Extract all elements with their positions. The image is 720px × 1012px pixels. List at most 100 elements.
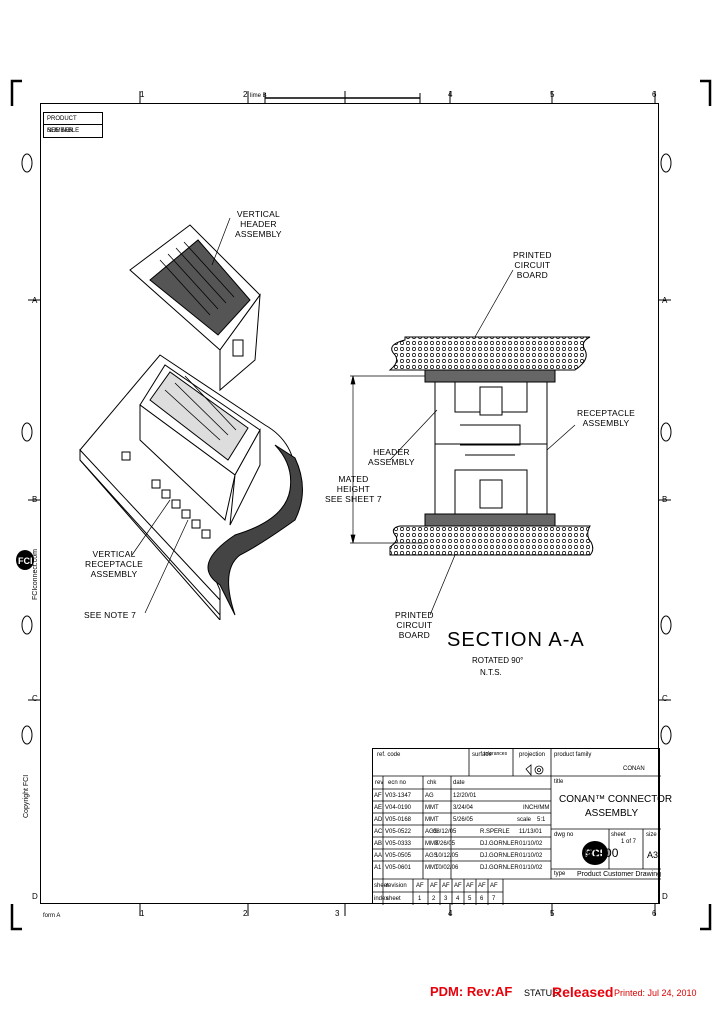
tb-sheet-rev-7: AF	[490, 883, 498, 889]
status-label: STATUS:	[524, 988, 561, 998]
tb-date-3: 08/12/05	[433, 829, 457, 835]
tb-name-date-2: 01/10/02	[519, 853, 543, 859]
tb-index-row-label: index	[374, 896, 389, 902]
callout-vertical-header: VERTICAL HEADER ASSEMBLY	[235, 209, 282, 239]
title-block: FCI ref. code surface tolerances project…	[372, 748, 672, 905]
isometric-connector-drawing	[79, 217, 303, 620]
tb-ecn-0: V03-1347	[385, 793, 412, 799]
tb-rev-0: AF	[374, 793, 382, 799]
tb-product-family-label: product family	[554, 752, 592, 758]
tb-type-label: type	[554, 871, 566, 877]
tb-type-value: Product Customer Drawing	[577, 871, 662, 878]
tb-name-date-1: 01/10/02	[519, 841, 543, 847]
tb-size-label: size	[646, 832, 657, 838]
tb-chk-5: AGS	[425, 853, 438, 859]
row-label-c-right: C	[662, 694, 668, 703]
section-rotated: ROTATED 90°	[472, 656, 524, 665]
tb-chk-4: MMT	[425, 841, 439, 847]
tb-date-2: 5/26/05	[453, 817, 474, 823]
tb-date-4: 8/26/05	[435, 841, 456, 847]
col-label-5: 5	[550, 90, 555, 99]
tb-projection: projection	[519, 752, 546, 758]
tb-chk-0: AG	[425, 793, 434, 799]
tb-size-value: A3	[647, 850, 659, 860]
row-label-d-right: D	[662, 892, 668, 901]
tb-ecn-5: V05-0505	[385, 853, 412, 859]
tb-sheet-num-5: 5	[468, 896, 472, 902]
col-label-b4: 4	[448, 909, 453, 918]
tb-sheet-rev-6: AF	[478, 883, 486, 889]
tb-date-6: 10/02/06	[435, 865, 459, 871]
title-block-grid: FCI	[373, 749, 661, 905]
tb-dwg-no: 91900	[585, 846, 619, 860]
tb-ecn-h: ecn no	[388, 780, 407, 786]
tb-chk-h: chk	[427, 780, 437, 786]
tb-rev-2: AD	[374, 817, 383, 823]
col-label-b2: 2	[243, 909, 248, 918]
tb-name-0: R.SPERLE	[480, 829, 510, 835]
tb-sheet-value: 1 of 7	[621, 839, 637, 845]
row-label-b: B	[32, 495, 38, 504]
section-nts: N.T.S.	[480, 668, 502, 677]
pdm-revision: PDM: Rev:AF	[430, 984, 513, 999]
tb-name-date-3: 01/10/02	[519, 865, 543, 871]
drawing-frame	[40, 103, 659, 904]
callout-see-note: SEE NOTE 7	[84, 610, 137, 620]
tb-sheet-num-4: 4	[456, 896, 460, 902]
col-label-b6: 6	[652, 909, 657, 918]
tb-name-3: DJ.GORNLER	[480, 865, 519, 871]
tb-date-5: 10/12/05	[435, 853, 459, 859]
tb-sheet-num-0: sheet	[386, 896, 401, 902]
col-label-1: 1	[140, 90, 145, 99]
callout-header: HEADER ASSEMBLY	[368, 447, 415, 467]
printed-date: Printed: Jul 24, 2010	[614, 988, 697, 998]
status-value: Released	[552, 984, 614, 1000]
tb-sheet-num-1: 1	[418, 896, 422, 902]
fci-logo-side: FCI	[16, 550, 34, 570]
tb-tolerances: tolerances	[484, 751, 508, 757]
tb-rev-h: rev	[375, 780, 384, 786]
tb-ecn-4: V05-0333	[385, 841, 412, 847]
callout-vertical-receptacle: VERTICAL RECEPTACLE ASSEMBLY	[85, 549, 144, 579]
tb-scale-value: 5:1	[537, 817, 546, 823]
tb-chk-2: MMT	[425, 817, 439, 823]
tb-sheet-rev-1: AF	[416, 883, 424, 889]
row-label-c: C	[32, 694, 38, 703]
tb-date-0: 12/20/01	[453, 793, 477, 799]
tb-name-1: DJ.GORNLER	[480, 841, 519, 847]
tb-chk-1: MMT	[425, 805, 439, 811]
col-label-6: 6	[652, 90, 657, 99]
svg-text:FCI: FCI	[585, 848, 603, 860]
tb-title-line1: CONAN™ CONNECTOR	[559, 794, 673, 805]
form-label: form A	[43, 913, 61, 919]
callout-printed-top: PRINTED CIRCUIT BOARD	[513, 250, 552, 280]
tb-sheet-rev-4: AF	[454, 883, 462, 889]
tb-date-1: 3/24/04	[453, 805, 474, 811]
tb-sheet-num-3: 3	[444, 896, 448, 902]
callout-mated-height: MATED HEIGHT SEE SHEET 7	[325, 474, 382, 504]
tb-title-line2: ASSEMBLY	[585, 808, 639, 819]
tb-name-2: DJ.GORNLER	[480, 853, 519, 859]
svg-text:FCI: FCI	[18, 556, 33, 566]
tb-rev-4: AB	[374, 841, 383, 847]
row-label-a: A	[32, 296, 38, 305]
tb-title-label: title	[554, 779, 564, 785]
tb-scale-label: scale	[517, 817, 532, 823]
tb-rev-6: A1	[374, 865, 382, 871]
tb-rev-3: AC	[374, 829, 383, 835]
tb-product-family: CONAN	[623, 766, 645, 772]
product-number-value: SEE TABLE	[47, 128, 80, 134]
section-title: SECTION A-A	[447, 629, 585, 651]
tb-sheet-rev-3: AF	[442, 883, 450, 889]
corner-mark: lime B	[250, 93, 267, 99]
tb-sheet-row-label: sheet	[374, 883, 389, 889]
tb-units: INCH/MM	[523, 805, 550, 811]
col-label-2: 2	[243, 90, 248, 99]
tb-surface: surface	[472, 752, 492, 758]
tb-sheet-rev-0: revision	[386, 883, 407, 889]
tb-rev-5: AA	[374, 853, 383, 859]
tb-chk-6: MMT	[425, 865, 439, 871]
tb-ecn-6: V05-0601	[385, 865, 412, 871]
sidebar-copyright: Copyright FCI	[23, 774, 30, 818]
